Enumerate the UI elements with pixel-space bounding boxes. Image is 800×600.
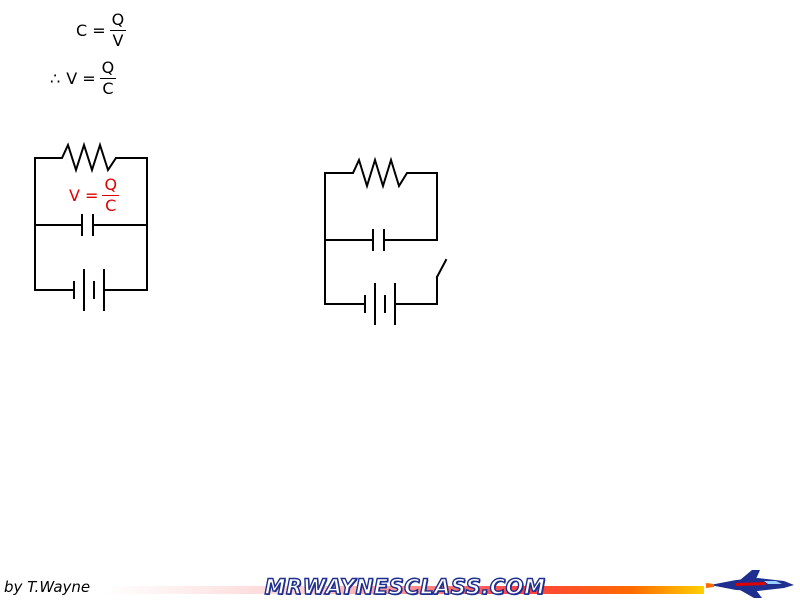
formula-therefore-denominator: C bbox=[102, 79, 114, 98]
formula-therefore-lhs: V = bbox=[66, 68, 96, 88]
circuit-right bbox=[324, 156, 448, 325]
circuit-left bbox=[34, 141, 148, 311]
circuit-voltage-label-numerator: Q bbox=[102, 175, 120, 196]
formula-therefore-numerator: Q bbox=[99, 58, 117, 79]
circuit-right-battery bbox=[324, 283, 438, 325]
circuit-voltage-label-lhs: V = bbox=[69, 185, 99, 205]
brand-logo-text: MRWAYNESCLASS.COM bbox=[264, 574, 546, 599]
therefore-symbol: ∴ bbox=[50, 68, 61, 88]
circuit-left-resistor bbox=[34, 141, 148, 174]
circuit-voltage-label-fraction: Q C bbox=[102, 175, 120, 215]
formula-capacitance-lhs: C = bbox=[76, 20, 106, 40]
circuit-left-battery bbox=[34, 269, 148, 311]
formula-capacitance-numerator: Q bbox=[109, 10, 127, 31]
formula-capacitance: C = Q V bbox=[76, 10, 127, 50]
author-credit: by T.Wayne bbox=[4, 578, 91, 596]
circuit-right-switch bbox=[435, 258, 448, 305]
formula-therefore: ∴ V = Q C bbox=[50, 58, 117, 98]
formula-therefore-fraction: Q C bbox=[99, 58, 117, 98]
footer-gradient-bar bbox=[104, 586, 704, 594]
circuit-left-capacitor bbox=[34, 214, 148, 236]
circuit-voltage-label: V = Q C bbox=[69, 175, 120, 215]
circuit-voltage-label-denominator: C bbox=[105, 196, 117, 215]
jet-icon bbox=[706, 570, 794, 598]
formula-capacitance-fraction: Q V bbox=[109, 10, 127, 50]
formula-capacitance-denominator: V bbox=[112, 31, 124, 50]
circuit-right-resistor bbox=[324, 156, 438, 190]
circuit-right-capacitor bbox=[324, 229, 438, 251]
